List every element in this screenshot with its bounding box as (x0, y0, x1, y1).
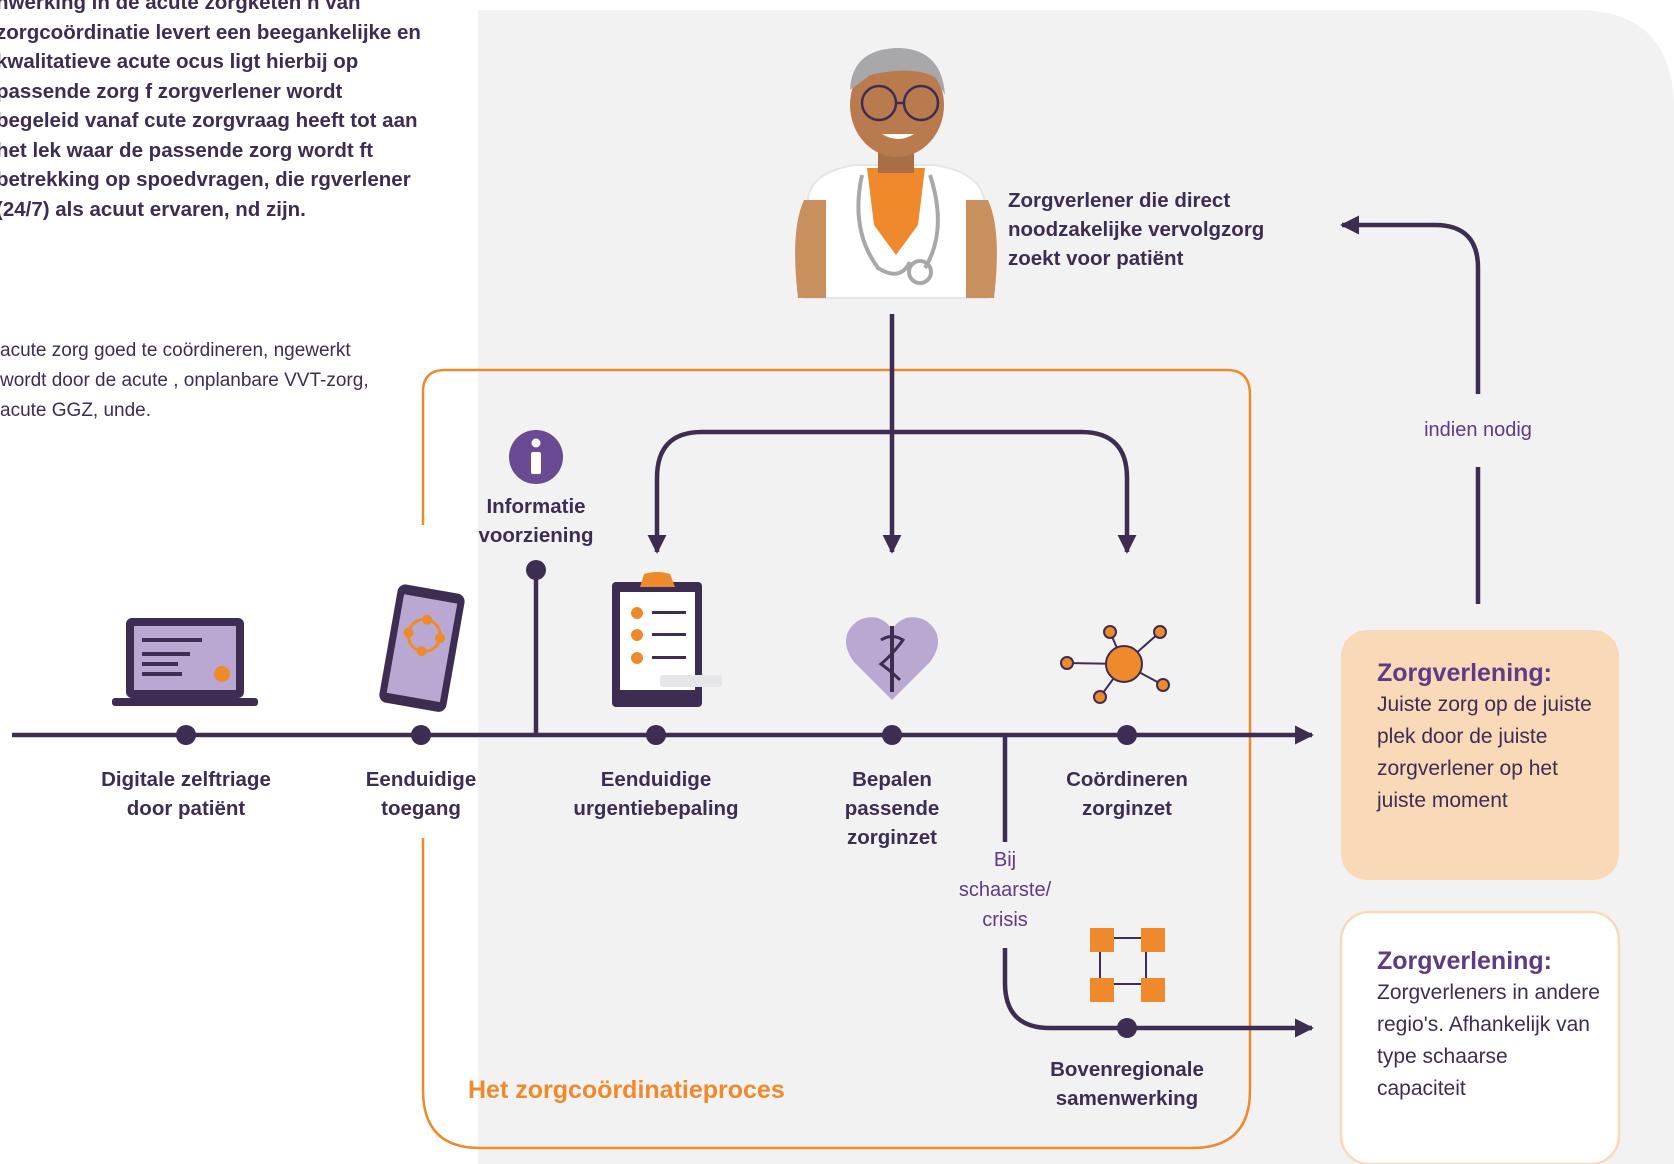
tablet-icon (379, 584, 465, 712)
branch-arrow (1002, 948, 1314, 1038)
laptop-icon (112, 618, 258, 706)
clipboard-icon (612, 572, 722, 707)
step-label-5: Coördineren zorginzet (1066, 768, 1188, 820)
step-label-2: Eenduidige toegang (365, 768, 477, 820)
intro-panel (0, 0, 478, 522)
outcome-box-1-text: Juiste zorg op de juiste plek door de ju… (1377, 693, 1592, 812)
loop-arrow-top (1340, 215, 1481, 394)
info-pin-head (526, 560, 546, 580)
heart-caduceus-icon (846, 617, 938, 700)
step-label-4: Bepalen passende zorginzet (844, 768, 940, 849)
network-icon (1060, 625, 1170, 704)
outcome-box-1-content: Zorgverlening: Juiste zorg op de juiste … (1377, 657, 1602, 817)
timeline-node-5 (1117, 725, 1137, 745)
outcome-box-2-title: Zorgverlening: (1377, 947, 1553, 975)
outcome-box-1 (1341, 630, 1619, 880)
outcome-box-2-text: Zorgverleners in andere regio's. Afhanke… (1377, 981, 1600, 1100)
timeline-node-2 (411, 725, 431, 745)
doctor-illustration (795, 48, 997, 299)
process-title: Het zorgcoördinatieproces (468, 1076, 785, 1104)
timeline-node-1 (176, 725, 196, 745)
intro-bold-text: nwerking in de acute zorgketen n van zor… (0, 0, 421, 221)
step-label-3: Eenduidige urgentiebepaling (573, 768, 739, 820)
branch-condition-label: Bij schaarste/ crisis (958, 849, 1052, 931)
branch-node-label: Bovenregionale samenwerking (1050, 1058, 1204, 1110)
doctor-label: Zorgverlener die direct noodzakelijke ve… (1008, 189, 1265, 270)
distribution-arrow-right (892, 429, 1137, 554)
intro-normal-text: acute zorg goed te coördineren, ngewerkt… (0, 340, 369, 421)
distribution-arrow-left (647, 429, 892, 554)
branch-node (1117, 1018, 1137, 1038)
timeline-nodes (176, 725, 1137, 745)
timeline-node-3 (646, 725, 666, 745)
timeline-node-4 (882, 725, 902, 745)
info-node-label: Informatie voorziening (478, 495, 594, 547)
connected-squares-icon (1090, 928, 1165, 1002)
process-frame (421, 368, 1252, 1150)
outcome-box-2-content: Zorgverlening: Zorgverleners in andere r… (1377, 945, 1602, 1105)
outcome-box-1-title: Zorgverlening: (1377, 659, 1553, 687)
step-label-1: Digitale zelftriage door patiënt (101, 768, 271, 820)
info-icon (509, 430, 563, 484)
loop-label: indien nodig (1424, 419, 1532, 441)
outcome-box-2 (1339, 910, 1621, 1164)
